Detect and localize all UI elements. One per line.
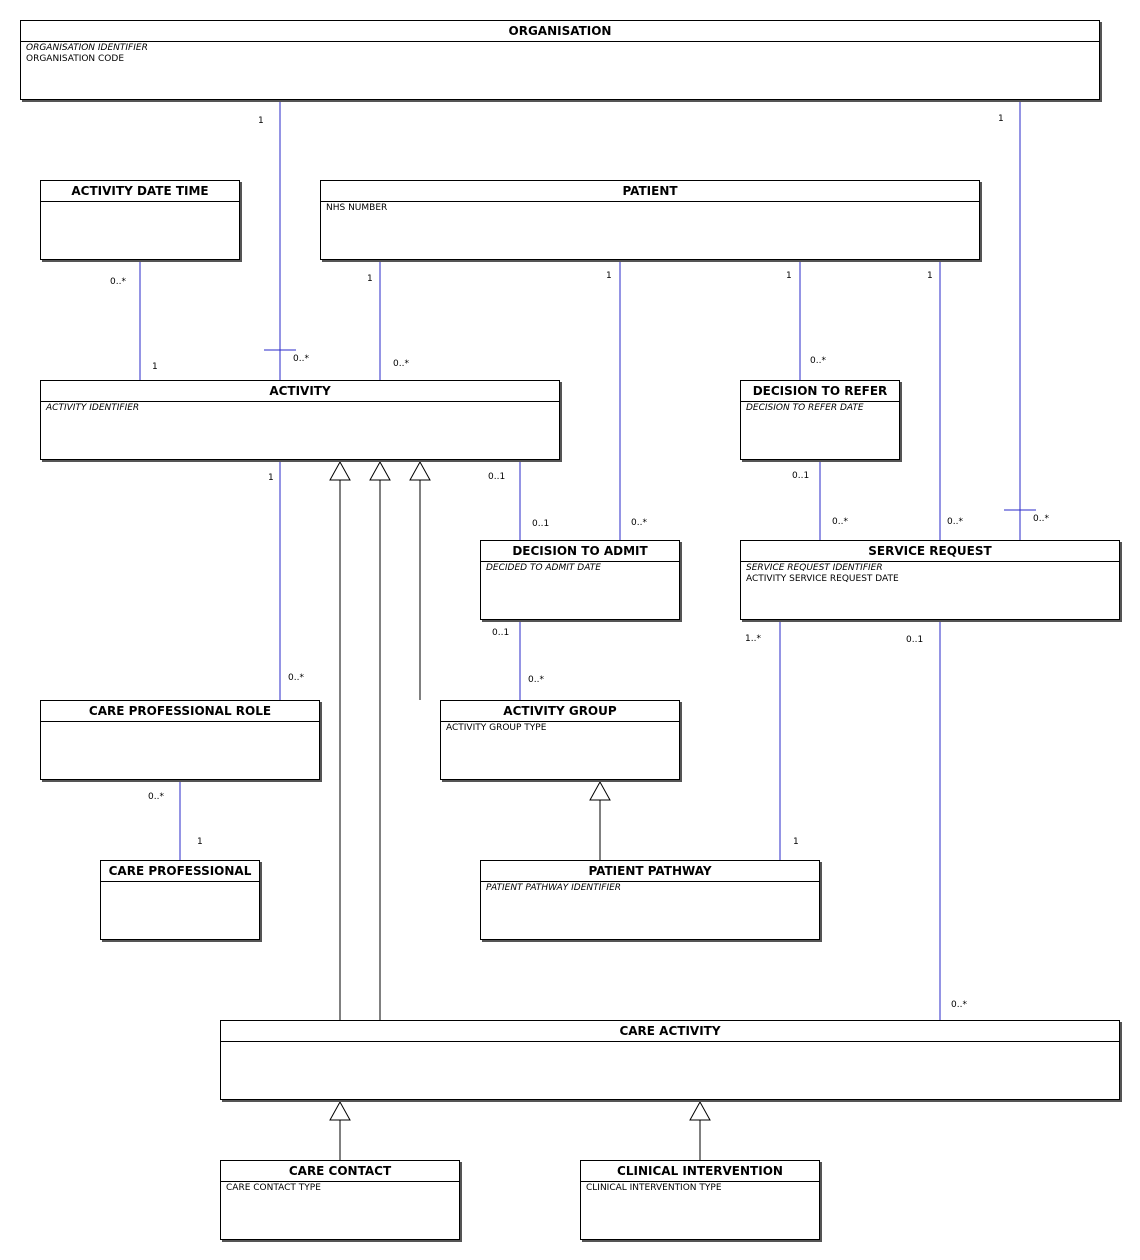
entity-attributes: ACTIVITY IDENTIFIER	[41, 402, 559, 415]
multiplicity-label: 0..1	[532, 519, 550, 529]
entity-attributes: CLINICAL INTERVENTION TYPE	[581, 1182, 819, 1195]
identifier-attribute: SERVICE REQUEST IDENTIFIER	[746, 563, 883, 573]
multiplicity-label: 0..*	[293, 354, 309, 364]
generalization-arrowhead	[329, 460, 351, 481]
attribute: ACTIVITY SERVICE REQUEST DATE	[746, 574, 899, 584]
multiplicity-label: 1	[197, 837, 203, 847]
attribute: ACTIVITY GROUP TYPE	[446, 723, 547, 733]
identifier-attribute: PATIENT PATHWAY IDENTIFIER	[486, 883, 622, 893]
entity-attributes	[41, 202, 239, 204]
multiplicity-label: 0..*	[528, 675, 544, 685]
multiplicity-label: 1	[786, 271, 792, 281]
entity-title: CARE ACTIVITY	[221, 1021, 1119, 1042]
identifier-attribute: DECIDED TO ADMIT DATE	[486, 563, 601, 573]
multiplicity-label: 0..1	[492, 628, 510, 638]
multiplicity-label: 1	[152, 362, 158, 372]
multiplicity-label: 0..*	[631, 518, 647, 528]
generalization-arrowhead	[329, 1100, 351, 1121]
multiplicity-label: 0..*	[947, 517, 963, 527]
attribute: CLINICAL INTERVENTION TYPE	[586, 1183, 722, 1193]
generalization-arrowhead	[369, 460, 391, 481]
multiplicity-label: 1	[606, 271, 612, 281]
entity-attributes: NHS NUMBER	[321, 202, 979, 215]
generalization-arrowhead	[589, 780, 611, 801]
multiplicity-label: 1	[367, 274, 373, 284]
entity-attributes: PATIENT PATHWAY IDENTIFIER	[481, 882, 819, 895]
multiplicity-label: 0..1	[488, 472, 506, 482]
entity-title: ACTIVITY GROUP	[441, 701, 679, 722]
entity-attributes	[41, 722, 319, 724]
entity-title: PATIENT PATHWAY	[481, 861, 819, 882]
multiplicity-label: 1	[268, 473, 274, 483]
entity-attributes: DECISION TO REFER DATE	[741, 402, 899, 415]
multiplicity-label: 0..*	[288, 673, 304, 683]
multiplicity-label: 1..*	[745, 634, 761, 644]
entity-attributes: ACTIVITY GROUP TYPE	[441, 722, 679, 735]
multiplicity-label: 0..1	[906, 635, 924, 645]
entity-care-professional-role[interactable]: CARE PROFESSIONAL ROLE	[40, 700, 320, 780]
multiplicity-label: 1	[793, 837, 799, 847]
multiplicity-label: 1	[927, 271, 933, 281]
multiplicity-label: 0..*	[148, 792, 164, 802]
attribute: NHS NUMBER	[326, 203, 388, 213]
entity-care-activity[interactable]: CARE ACTIVITY	[220, 1020, 1120, 1100]
association-lines	[139, 100, 1036, 1020]
entity-attributes: CARE CONTACT TYPE	[221, 1182, 459, 1195]
attribute: ORGANISATION CODE	[26, 54, 125, 64]
multiplicity-label: 1	[998, 114, 1004, 124]
entity-title: SERVICE REQUEST	[741, 541, 1119, 562]
entity-title: CARE PROFESSIONAL	[101, 861, 259, 882]
entity-title: DECISION TO REFER	[741, 381, 899, 402]
multiplicity-label: 0..1	[792, 471, 810, 481]
entity-attributes: DECIDED TO ADMIT DATE	[481, 562, 679, 575]
multiplicity-label: 0..*	[951, 1000, 967, 1010]
attribute: CARE CONTACT TYPE	[226, 1183, 321, 1193]
entity-activity-date-time[interactable]: ACTIVITY DATE TIME	[40, 180, 240, 260]
multiplicity-label: 0..*	[110, 277, 126, 287]
multiplicity-label: 0..*	[832, 517, 848, 527]
multiplicity-label: 0..*	[393, 359, 409, 369]
identifier-attribute: ACTIVITY IDENTIFIER	[46, 403, 140, 413]
generalization-arrowhead	[409, 460, 431, 481]
generalization-lines	[329, 460, 711, 1160]
entity-attributes	[101, 882, 259, 884]
identifier-attribute: ORGANISATION IDENTIFIER	[26, 43, 148, 53]
entity-title: PATIENT	[321, 181, 979, 202]
entity-title: ACTIVITY	[41, 381, 559, 402]
multiplicity-label: 0..*	[810, 356, 826, 366]
entity-title: CARE PROFESSIONAL ROLE	[41, 701, 319, 722]
multiplicity-label: 0..*	[1033, 514, 1049, 524]
entity-title: ORGANISATION	[21, 21, 1099, 42]
entity-title: CLINICAL INTERVENTION	[581, 1161, 819, 1182]
entity-care-professional[interactable]: CARE PROFESSIONAL	[100, 860, 260, 940]
entity-title: DECISION TO ADMIT	[481, 541, 679, 562]
identifier-attribute: DECISION TO REFER DATE	[746, 403, 864, 413]
entity-title: CARE CONTACT	[221, 1161, 459, 1182]
entity-attributes	[221, 1042, 1119, 1044]
multiplicity-label: 1	[258, 116, 264, 126]
entity-title: ACTIVITY DATE TIME	[41, 181, 239, 202]
generalization-arrowhead	[689, 1100, 711, 1121]
